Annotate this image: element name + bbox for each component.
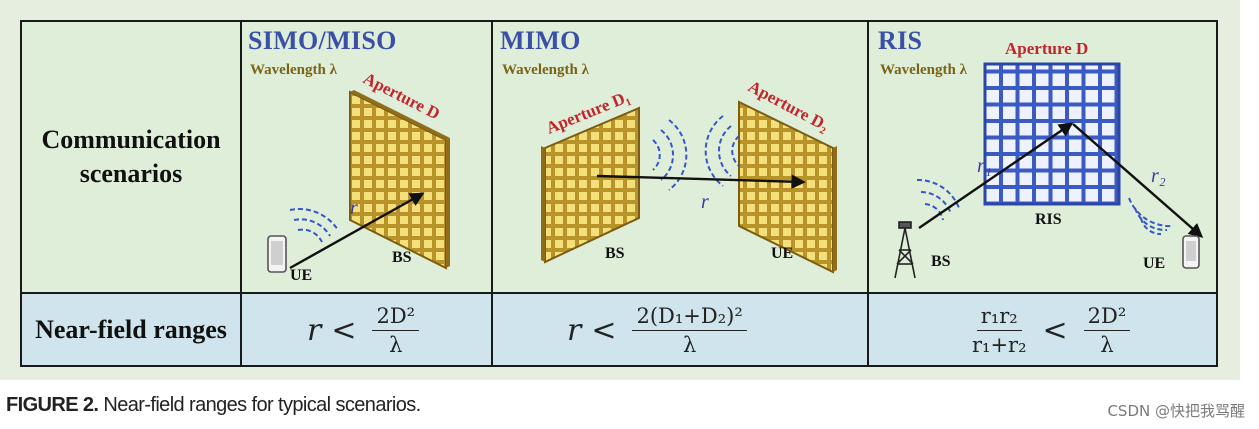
col-title-mimo: MIMO xyxy=(500,26,581,55)
col-divider-3 xyxy=(867,22,869,365)
wavelength-label-mimo: Wavelength λ xyxy=(502,62,589,78)
distance-arrow-mimo xyxy=(596,174,806,189)
row-header-scenarios-line1: Communication xyxy=(41,125,221,154)
bs-label-mimo: BS xyxy=(605,245,625,262)
row-header-ranges-label: Near-field ranges xyxy=(35,314,227,344)
formula-mimo-fraction: 2(D₁+D₂)² λ xyxy=(632,304,747,357)
formula-mimo-rel: < xyxy=(591,312,617,348)
wave-arcs-simo xyxy=(289,208,339,243)
row-header-ranges: Near-field ranges xyxy=(22,294,240,365)
formula-ris-den: λ xyxy=(1100,332,1114,357)
formula-mimo-num: 2(D₁+D₂)² xyxy=(632,304,747,331)
r2-label: r₂ xyxy=(1151,165,1166,187)
ue-label-mimo: UE xyxy=(771,245,793,262)
ris-illustration: Aperture D RIS r₁ r₂ BS UE xyxy=(894,39,1204,279)
formula-ris-rel: < xyxy=(1042,312,1068,348)
figure-caption-label: FIGURE 2. xyxy=(6,394,99,416)
formula-mimo: r < 2(D₁+D₂)² λ xyxy=(567,298,753,362)
ris-label: RIS xyxy=(1035,211,1062,228)
formula-mimo-lhs: r xyxy=(567,312,582,348)
formula-ris-lhs-den: r₁+r₂ xyxy=(972,332,1027,357)
phone-icon xyxy=(267,235,287,273)
ris-panel xyxy=(983,62,1121,206)
formula-mimo-den: λ xyxy=(682,332,697,357)
row-header-scenarios: Communication scenarios xyxy=(22,22,240,292)
wave-arcs-mimo-left xyxy=(652,119,688,191)
row-header-scenarios-line2: scenarios xyxy=(79,159,183,188)
formula-simo-rel: < xyxy=(331,312,357,348)
col-title-simo-miso: SIMO/MISO xyxy=(248,26,397,55)
formula-ris-rhs-fraction: 2D² λ xyxy=(1083,304,1131,357)
formula-ris: r₁r₂ r₁+r₂ < 2D² λ xyxy=(966,298,1136,362)
distance-label-mimo: r xyxy=(701,191,709,213)
mimo-illustration: Aperture D₁ Aperture D₂ r BS UE xyxy=(541,77,837,274)
col-divider-2 xyxy=(491,22,493,365)
formula-simo: r < 2D² λ xyxy=(307,298,425,362)
ue-panel-mimo xyxy=(738,100,837,274)
phone-icon-ris xyxy=(1182,235,1200,269)
simo-miso-illustration: Aperture D r UE BS xyxy=(267,69,450,284)
bs-label-ris: BS xyxy=(931,253,951,270)
wavelength-label-ris: Wavelength λ xyxy=(880,62,967,78)
scenarios-table: Communication scenarios Near-field range… xyxy=(20,20,1218,367)
bs-label-simo: BS xyxy=(392,249,412,266)
watermark: CSDN @快把我骂醒 xyxy=(1107,402,1245,420)
formula-simo-lhs: r xyxy=(307,312,322,348)
formula-simo-den: λ xyxy=(389,332,403,357)
aperture-label-ris: Aperture D xyxy=(1005,39,1088,58)
ue-label-simo: UE xyxy=(290,267,312,284)
wave-arcs-ris-ue xyxy=(1128,197,1174,236)
bs-panel-mimo xyxy=(541,106,640,264)
col-title-ris: RIS xyxy=(878,26,923,55)
formula-simo-fraction: 2D² λ xyxy=(372,304,420,357)
row-divider xyxy=(22,292,1216,294)
distance-label-simo: r xyxy=(350,197,358,219)
bs-panel xyxy=(349,90,450,270)
col-divider-1 xyxy=(240,22,242,365)
ue-label-ris: UE xyxy=(1143,255,1165,272)
formula-ris-lhs-num: r₁r₂ xyxy=(976,304,1022,331)
formula-simo-num: 2D² xyxy=(372,304,420,331)
r1-label: r₁ xyxy=(977,155,992,177)
distance-arrow-simo xyxy=(289,192,425,270)
wave-arcs-mimo-right xyxy=(704,115,740,187)
figure-caption: FIGURE 2. Near-field ranges for typical … xyxy=(6,394,421,417)
distance-arrow-r2 xyxy=(1072,123,1204,238)
wavelength-label-simo: Wavelength λ xyxy=(250,62,337,78)
formula-ris-num: 2D² xyxy=(1083,304,1131,331)
distance-arrow-r1 xyxy=(918,122,1074,229)
formula-ris-lhs-fraction: r₁r₂ r₁+r₂ xyxy=(972,304,1027,357)
tower-icon xyxy=(894,221,916,279)
figure-caption-text: Near-field ranges for typical scenarios. xyxy=(98,394,421,416)
